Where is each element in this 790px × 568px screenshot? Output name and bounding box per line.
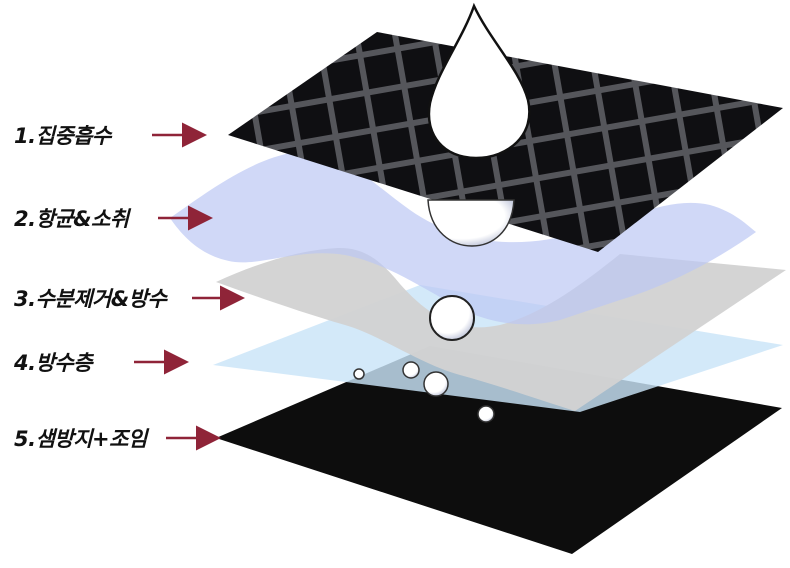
label-layer-5: 5.샘방지+조임 bbox=[14, 427, 147, 451]
layer-5-sheet bbox=[216, 346, 782, 554]
label-layer-1: 1.집중흡수 bbox=[14, 124, 111, 148]
water-drop bbox=[427, 2, 531, 160]
bubble-layer-3 bbox=[429, 295, 475, 341]
label-layer-3: 3.수분제거&방수 bbox=[14, 287, 167, 311]
bubble-small bbox=[423, 371, 449, 397]
label-layer-4: 4.방수층 bbox=[14, 351, 93, 375]
label-layer-2: 2.항균&소취 bbox=[14, 207, 129, 231]
bubble-small bbox=[477, 405, 495, 423]
bubble-small bbox=[353, 368, 365, 380]
drop-through-layer-2 bbox=[427, 199, 515, 247]
bubble-small bbox=[402, 361, 420, 379]
